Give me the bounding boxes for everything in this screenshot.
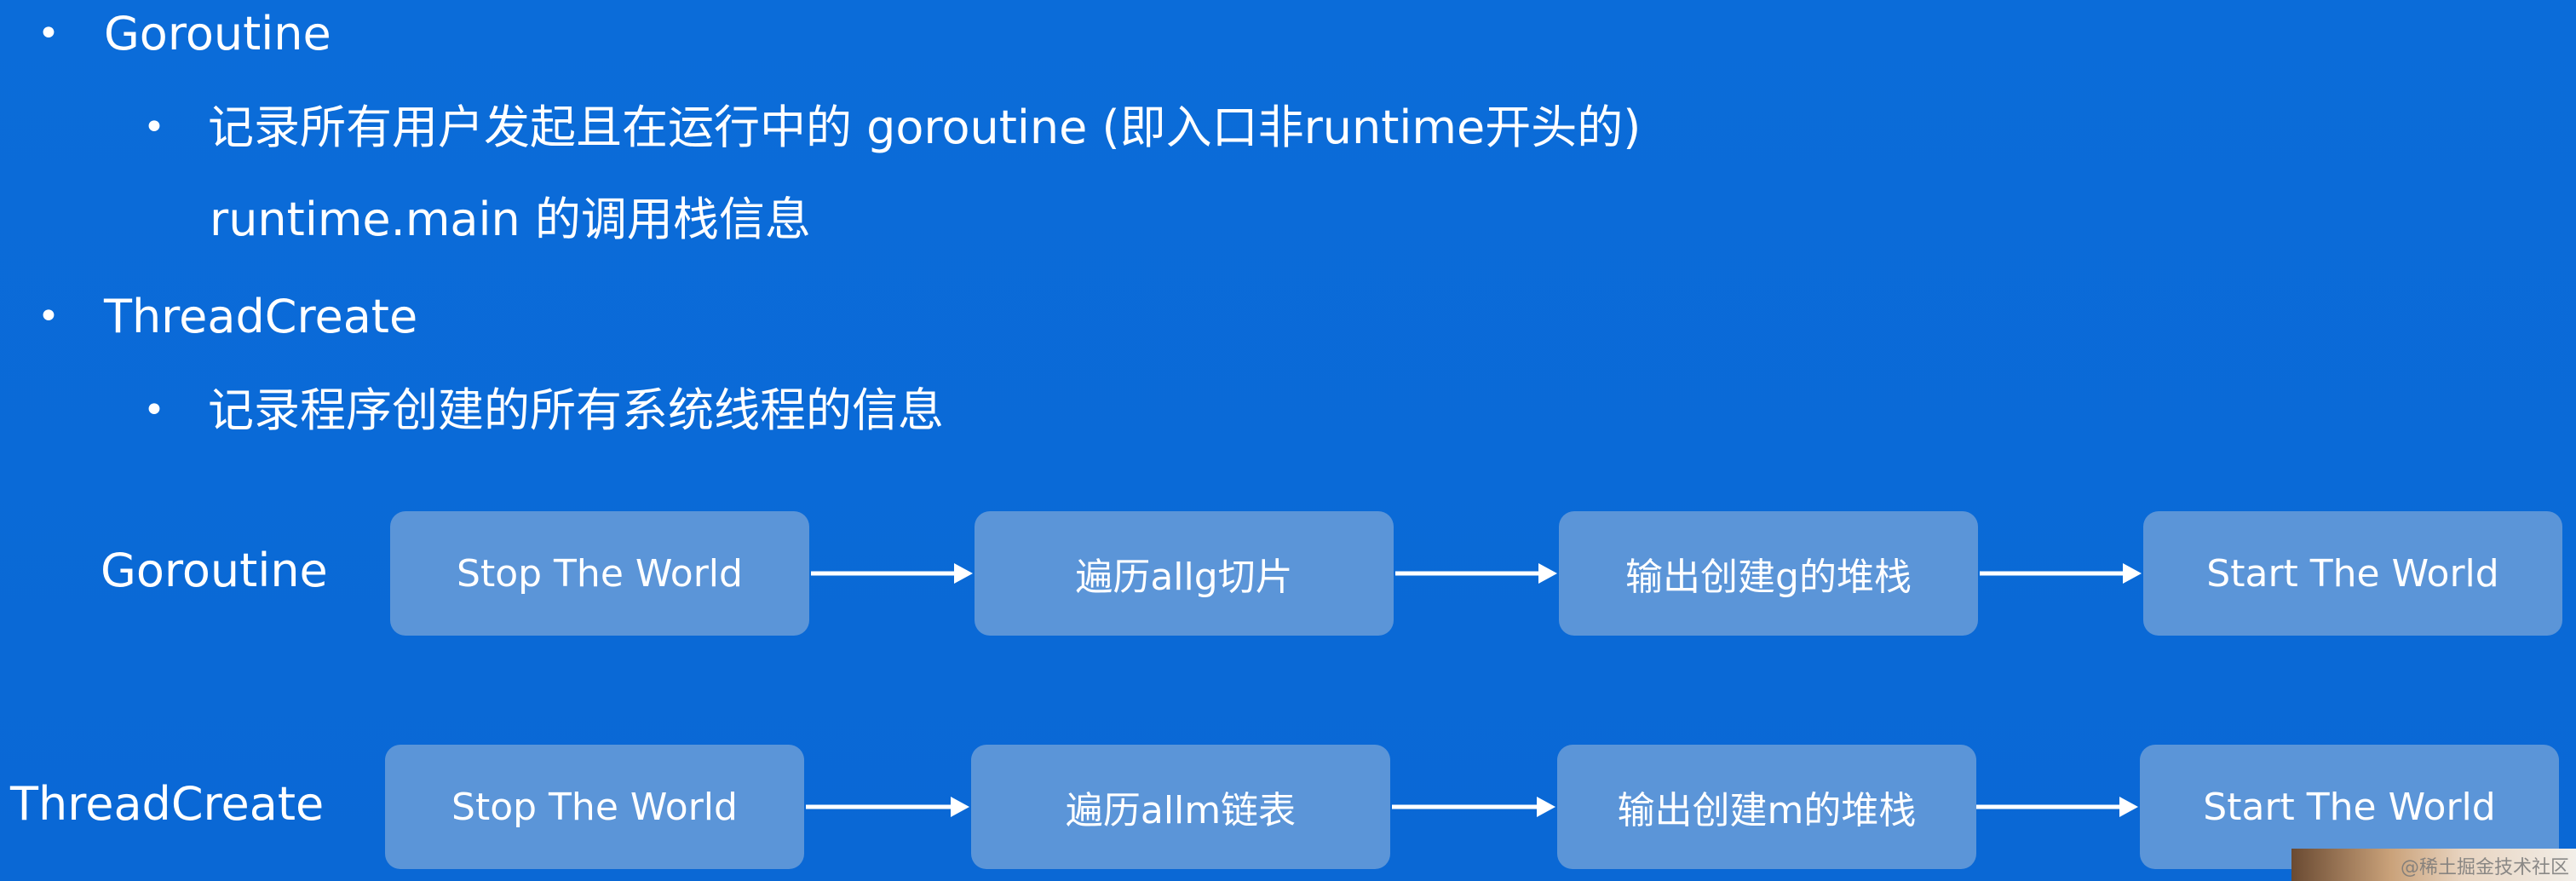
flow-goroutine-step-2: 遍历allg切片	[975, 511, 1394, 636]
bullet-dot-icon: •	[143, 106, 165, 150]
arrow-right-icon	[1392, 790, 1555, 824]
flow-threadcreate-step-1: Stop The World	[385, 745, 804, 869]
flow-goroutine-step-4: Start The World	[2143, 511, 2562, 636]
flow-goroutine-step-3: 输出创建g的堆栈	[1559, 511, 1978, 636]
webcam-thumbnail: @稀土掘金技术社区	[2291, 849, 2576, 881]
flow-label-goroutine: Goroutine	[101, 544, 328, 597]
bullet-dot-icon: •	[143, 389, 165, 433]
bullet-threadcreate-desc: • 记录程序创建的所有系统线程的信息	[143, 383, 944, 439]
bullet-text: runtime.main 的调用栈信息	[210, 193, 811, 246]
bullet-dot-icon: •	[37, 295, 60, 339]
flow-threadcreate-step-2: 遍历allm链表	[971, 745, 1390, 869]
bullet-goroutine: • Goroutine	[37, 7, 331, 62]
flow-threadcreate-step-4: Start The World	[2140, 745, 2559, 869]
arrow-right-icon	[1976, 790, 2138, 824]
bullet-text: ThreadCreate	[103, 290, 418, 343]
flow-label-threadcreate: ThreadCreate	[10, 777, 325, 831]
flow-goroutine-step-1: Stop The World	[390, 511, 809, 636]
bullet-goroutine-desc-continued: runtime.main 的调用栈信息	[210, 193, 811, 248]
arrow-right-icon	[806, 790, 969, 824]
flow-threadcreate-step-3: 输出创建m的堆栈	[1557, 745, 1976, 869]
arrow-right-icon	[1980, 556, 2142, 590]
arrow-right-icon	[1395, 556, 1557, 590]
bullet-threadcreate: • ThreadCreate	[37, 290, 417, 345]
bullet-text: Goroutine	[103, 7, 331, 60]
bullet-goroutine-desc: • 记录所有用户发起且在运行中的 goroutine (即入口非runtime开…	[143, 101, 1641, 156]
bullet-text: 记录所有用户发起且在运行中的 goroutine (即入口非runtime开头的…	[207, 101, 1642, 154]
bullet-dot-icon: •	[37, 12, 60, 56]
arrow-right-icon	[811, 556, 973, 590]
bullet-text: 记录程序创建的所有系统线程的信息	[207, 383, 944, 437]
watermark: @稀土掘金技术社区	[2400, 857, 2569, 878]
